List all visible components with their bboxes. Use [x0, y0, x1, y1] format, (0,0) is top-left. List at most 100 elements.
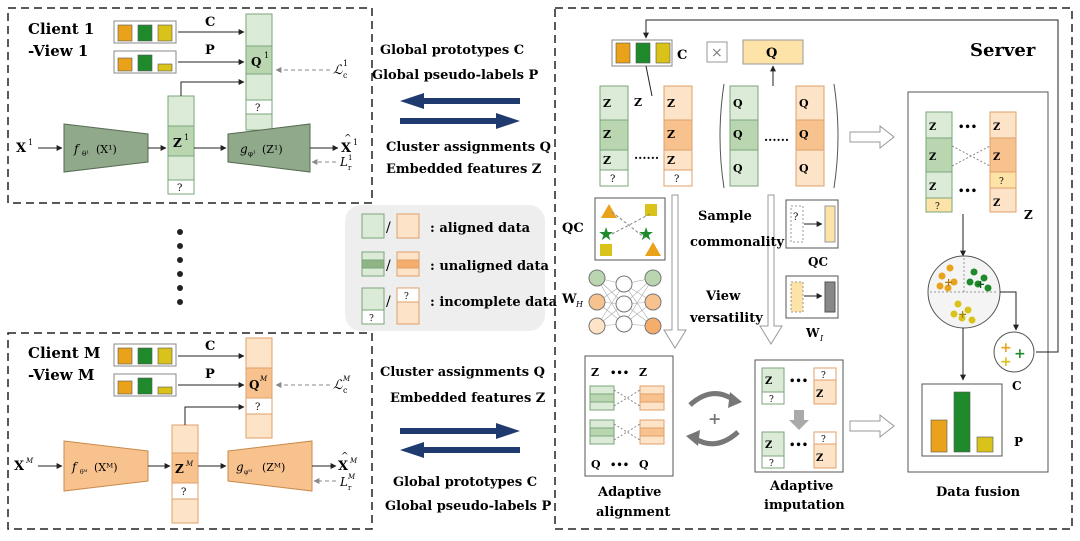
legend-aligned-label: : aligned data	[430, 221, 531, 236]
arrow-to-client-top	[400, 93, 520, 109]
adaptive-alignment-1: Adaptive	[597, 485, 661, 500]
client-1-q-column: Q 1 ?	[245, 13, 273, 131]
client-1-label-p: P	[205, 43, 215, 58]
client-m-q-column: Q M ?	[245, 337, 273, 439]
svg-text:1: 1	[343, 59, 348, 68]
client-m-decoder: g φᴹ (Zᴹ)	[227, 440, 313, 492]
svg-text:Z: Z	[765, 440, 772, 451]
client-1-subtitle: -View 1	[28, 42, 88, 60]
mid-bottom-line-3: Global prototypes C	[393, 475, 537, 490]
star-icon: ★	[598, 224, 614, 245]
arrow-to-server-top	[400, 113, 520, 129]
svg-text:M: M	[259, 375, 268, 383]
client-1-loss-c: ℒ	[333, 63, 343, 78]
svg-text:?: ?	[769, 395, 774, 405]
legend-incomplete-label: : incomplete data	[430, 295, 558, 310]
qc-panel: ★ ★	[594, 197, 666, 261]
svg-text:Q: Q	[733, 128, 743, 141]
svg-text:?: ?	[674, 174, 679, 185]
client-1-decoder: g φ¹ (Z¹)	[227, 123, 311, 173]
svg-text:Z: Z	[929, 182, 936, 193]
svg-text:H: H	[575, 300, 584, 309]
server-label-c: C	[677, 48, 687, 63]
svg-text:•••: •••	[610, 368, 629, 379]
svg-text:×: ×	[711, 45, 723, 61]
mid-top-line-2: Global pseudo-labels P	[372, 68, 538, 83]
client-1-label-c: C	[205, 15, 215, 30]
svg-text:+: +	[944, 276, 953, 289]
client-1-z-label: Z	[173, 136, 182, 150]
client-1-encoder: f θ¹ (X¹)	[63, 123, 149, 173]
client-m-z-missing: ?	[181, 487, 186, 498]
svg-text:Z: Z	[993, 198, 1000, 209]
qc-panel-right: ?	[785, 199, 839, 249]
svg-text:?: ?	[793, 212, 798, 223]
arrow-down-alignment	[663, 194, 687, 349]
qc-label-left: QC	[562, 221, 584, 236]
svg-text:(Xᴹ): (Xᴹ)	[94, 461, 118, 474]
server-q-box	[742, 39, 804, 65]
legend-unaligned-green	[361, 251, 385, 277]
client-1-z-missing: ?	[177, 183, 182, 194]
client-1-q-missing: ?	[255, 103, 260, 114]
server-label-q: Q	[766, 46, 777, 61]
client-1-encoder-label: f	[73, 142, 81, 156]
fusion-pseudo-labels-p	[921, 383, 1003, 457]
svg-text:?: ?	[369, 314, 374, 324]
feedback-arrow	[643, 19, 1059, 353]
svg-text:M: M	[347, 473, 356, 481]
arrow-to-fusion-top	[849, 124, 895, 150]
svg-text:^: ^	[344, 134, 352, 144]
svg-text:/: /	[386, 220, 391, 236]
adaptive-imputation-1: Adaptive	[769, 479, 833, 494]
svg-text:?: ?	[935, 202, 940, 212]
server-title: Server	[970, 40, 1036, 61]
svg-text:Q: Q	[733, 97, 743, 110]
client-m-pseudo-labels-p	[113, 373, 177, 397]
server-prototype-c	[611, 39, 673, 67]
data-fusion-panel	[907, 91, 1049, 473]
client-m-prototype-c	[113, 343, 177, 367]
client-m-encoder-label: f	[71, 460, 79, 474]
svg-text:Z: Z	[667, 154, 675, 167]
mid-top-line-4: Embedded features Z	[386, 162, 542, 177]
client-m-input-x: X	[14, 459, 25, 474]
svg-text:(X¹): (X¹)	[96, 143, 117, 156]
svg-text:Z: Z	[993, 152, 1000, 163]
svg-text:Z: Z	[603, 97, 611, 110]
svg-text:Z: Z	[667, 128, 675, 141]
client-m-subtitle: -View M	[28, 366, 95, 384]
svg-text:?: ?	[999, 177, 1004, 187]
sample-commonality-1: Sample	[698, 209, 752, 224]
mid-top-line-3: Cluster assignments Q	[386, 140, 551, 155]
svg-text:c: c	[343, 386, 348, 395]
svg-text:1: 1	[28, 138, 33, 147]
svg-text:(Z¹): (Z¹)	[262, 143, 283, 156]
fusion-z-matrix: Z Z Z ? ••• ••• Z Z ? Z	[925, 111, 1017, 213]
client-1-loss-r: L	[339, 155, 348, 169]
client-m-loss-r: L	[339, 475, 348, 489]
svg-text:Q: Q	[591, 458, 601, 471]
star-icon: ★	[638, 224, 654, 245]
svg-text:•••: •••	[958, 122, 977, 133]
svg-text:?: ?	[769, 459, 774, 469]
sample-commonality-2: commonality	[690, 235, 785, 250]
svg-text:(Zᴹ): (Zᴹ)	[262, 461, 285, 474]
svg-text:1: 1	[348, 154, 352, 162]
fusion-p-label: P	[1014, 435, 1023, 449]
data-fusion-label: Data fusion	[936, 485, 1021, 500]
svg-text:θᴹ: θᴹ	[80, 469, 88, 476]
cycle-arrows-icon: +	[686, 391, 742, 447]
svg-text:Z: Z	[765, 376, 772, 387]
client-1-z-column: Z 1 ?	[167, 95, 195, 195]
svg-text:M: M	[25, 457, 34, 465]
svg-text:Q: Q	[733, 162, 743, 175]
svg-text:Z: Z	[603, 128, 611, 141]
wh-label: W	[561, 292, 577, 307]
svg-text:Z: Z	[816, 453, 823, 464]
vertical-ellipsis	[177, 229, 183, 305]
server-panel: Server C × Q Z Z Z ? ......	[554, 7, 1073, 530]
cluster-circle: + + +	[927, 255, 1001, 329]
